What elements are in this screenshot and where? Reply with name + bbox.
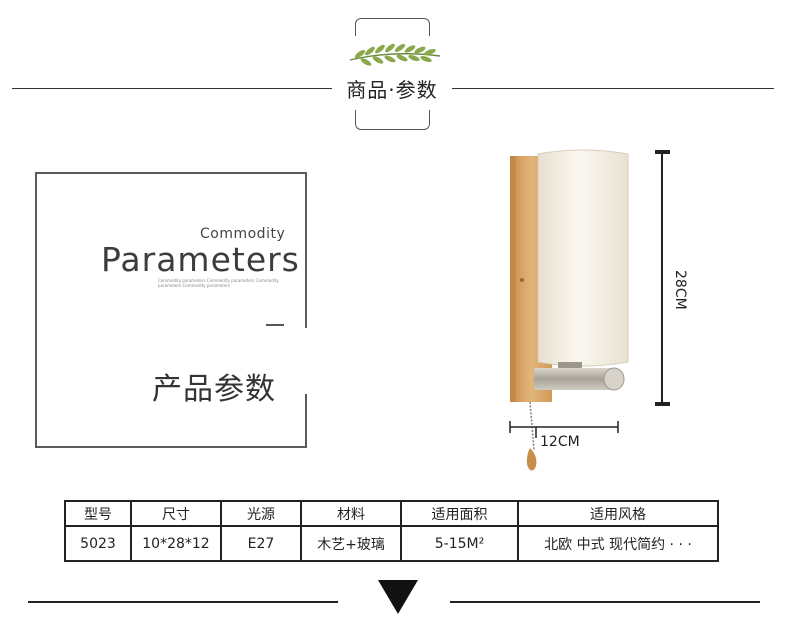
metal-arm xyxy=(534,368,614,390)
parameters-card-frame xyxy=(35,172,307,448)
footer-divider-right xyxy=(450,601,760,603)
pull-chain-bead xyxy=(526,448,537,471)
spec-header-style: 适用风格 xyxy=(517,500,719,527)
spec-header-model: 型号 xyxy=(64,500,132,527)
spec-header-light-source: 光源 xyxy=(220,500,302,527)
spec-value-light-source: E27 xyxy=(220,525,302,562)
spec-table-header-row: 型号 尺寸 光源 材料 适用面积 适用风格 xyxy=(64,500,719,527)
spec-value-style: 北欧 中式 现代简约 · · · xyxy=(517,525,719,562)
spec-value-model: 5023 xyxy=(64,525,132,562)
card-dash-accent xyxy=(266,324,284,326)
olive-branch-icon xyxy=(349,43,441,66)
footer-divider-left xyxy=(28,601,338,603)
header-bracket-top xyxy=(355,18,430,36)
spec-value-area: 5-15M² xyxy=(400,525,519,562)
card-commodity-label: Commodity xyxy=(200,226,286,242)
width-dimension-label: 12CM xyxy=(540,434,580,450)
down-triangle-icon xyxy=(378,580,418,614)
card-parameters-heading: Parameters xyxy=(101,240,300,279)
spec-value-size: 10*28*12 xyxy=(130,525,222,562)
header-divider-left xyxy=(12,88,332,89)
spec-table-value-row: 5023 10*28*12 E27 木艺+玻璃 5-15M² 北欧 中式 现代简… xyxy=(64,525,719,562)
glass-shade xyxy=(537,149,629,367)
spec-header-material: 材料 xyxy=(300,500,402,527)
section-title: 商品·参数 xyxy=(332,74,452,103)
spec-header-area: 适用面积 xyxy=(400,500,519,527)
height-dimension-label: 28CM xyxy=(672,270,688,310)
header-bracket-bottom xyxy=(355,110,430,130)
header-divider-right xyxy=(452,88,774,89)
card-small-caption: Commodity parameters Commodity parameter… xyxy=(158,278,279,288)
card-frame-gap xyxy=(300,328,312,394)
spec-table: 型号 尺寸 光源 材料 适用面积 适用风格 5023 10*28*12 E27 … xyxy=(64,500,719,562)
spec-value-material: 木艺+玻璃 xyxy=(300,525,402,562)
spec-header-size: 尺寸 xyxy=(130,500,222,527)
wall-lamp-illustration xyxy=(509,149,670,471)
card-chinese-title: 产品参数 xyxy=(152,372,276,407)
